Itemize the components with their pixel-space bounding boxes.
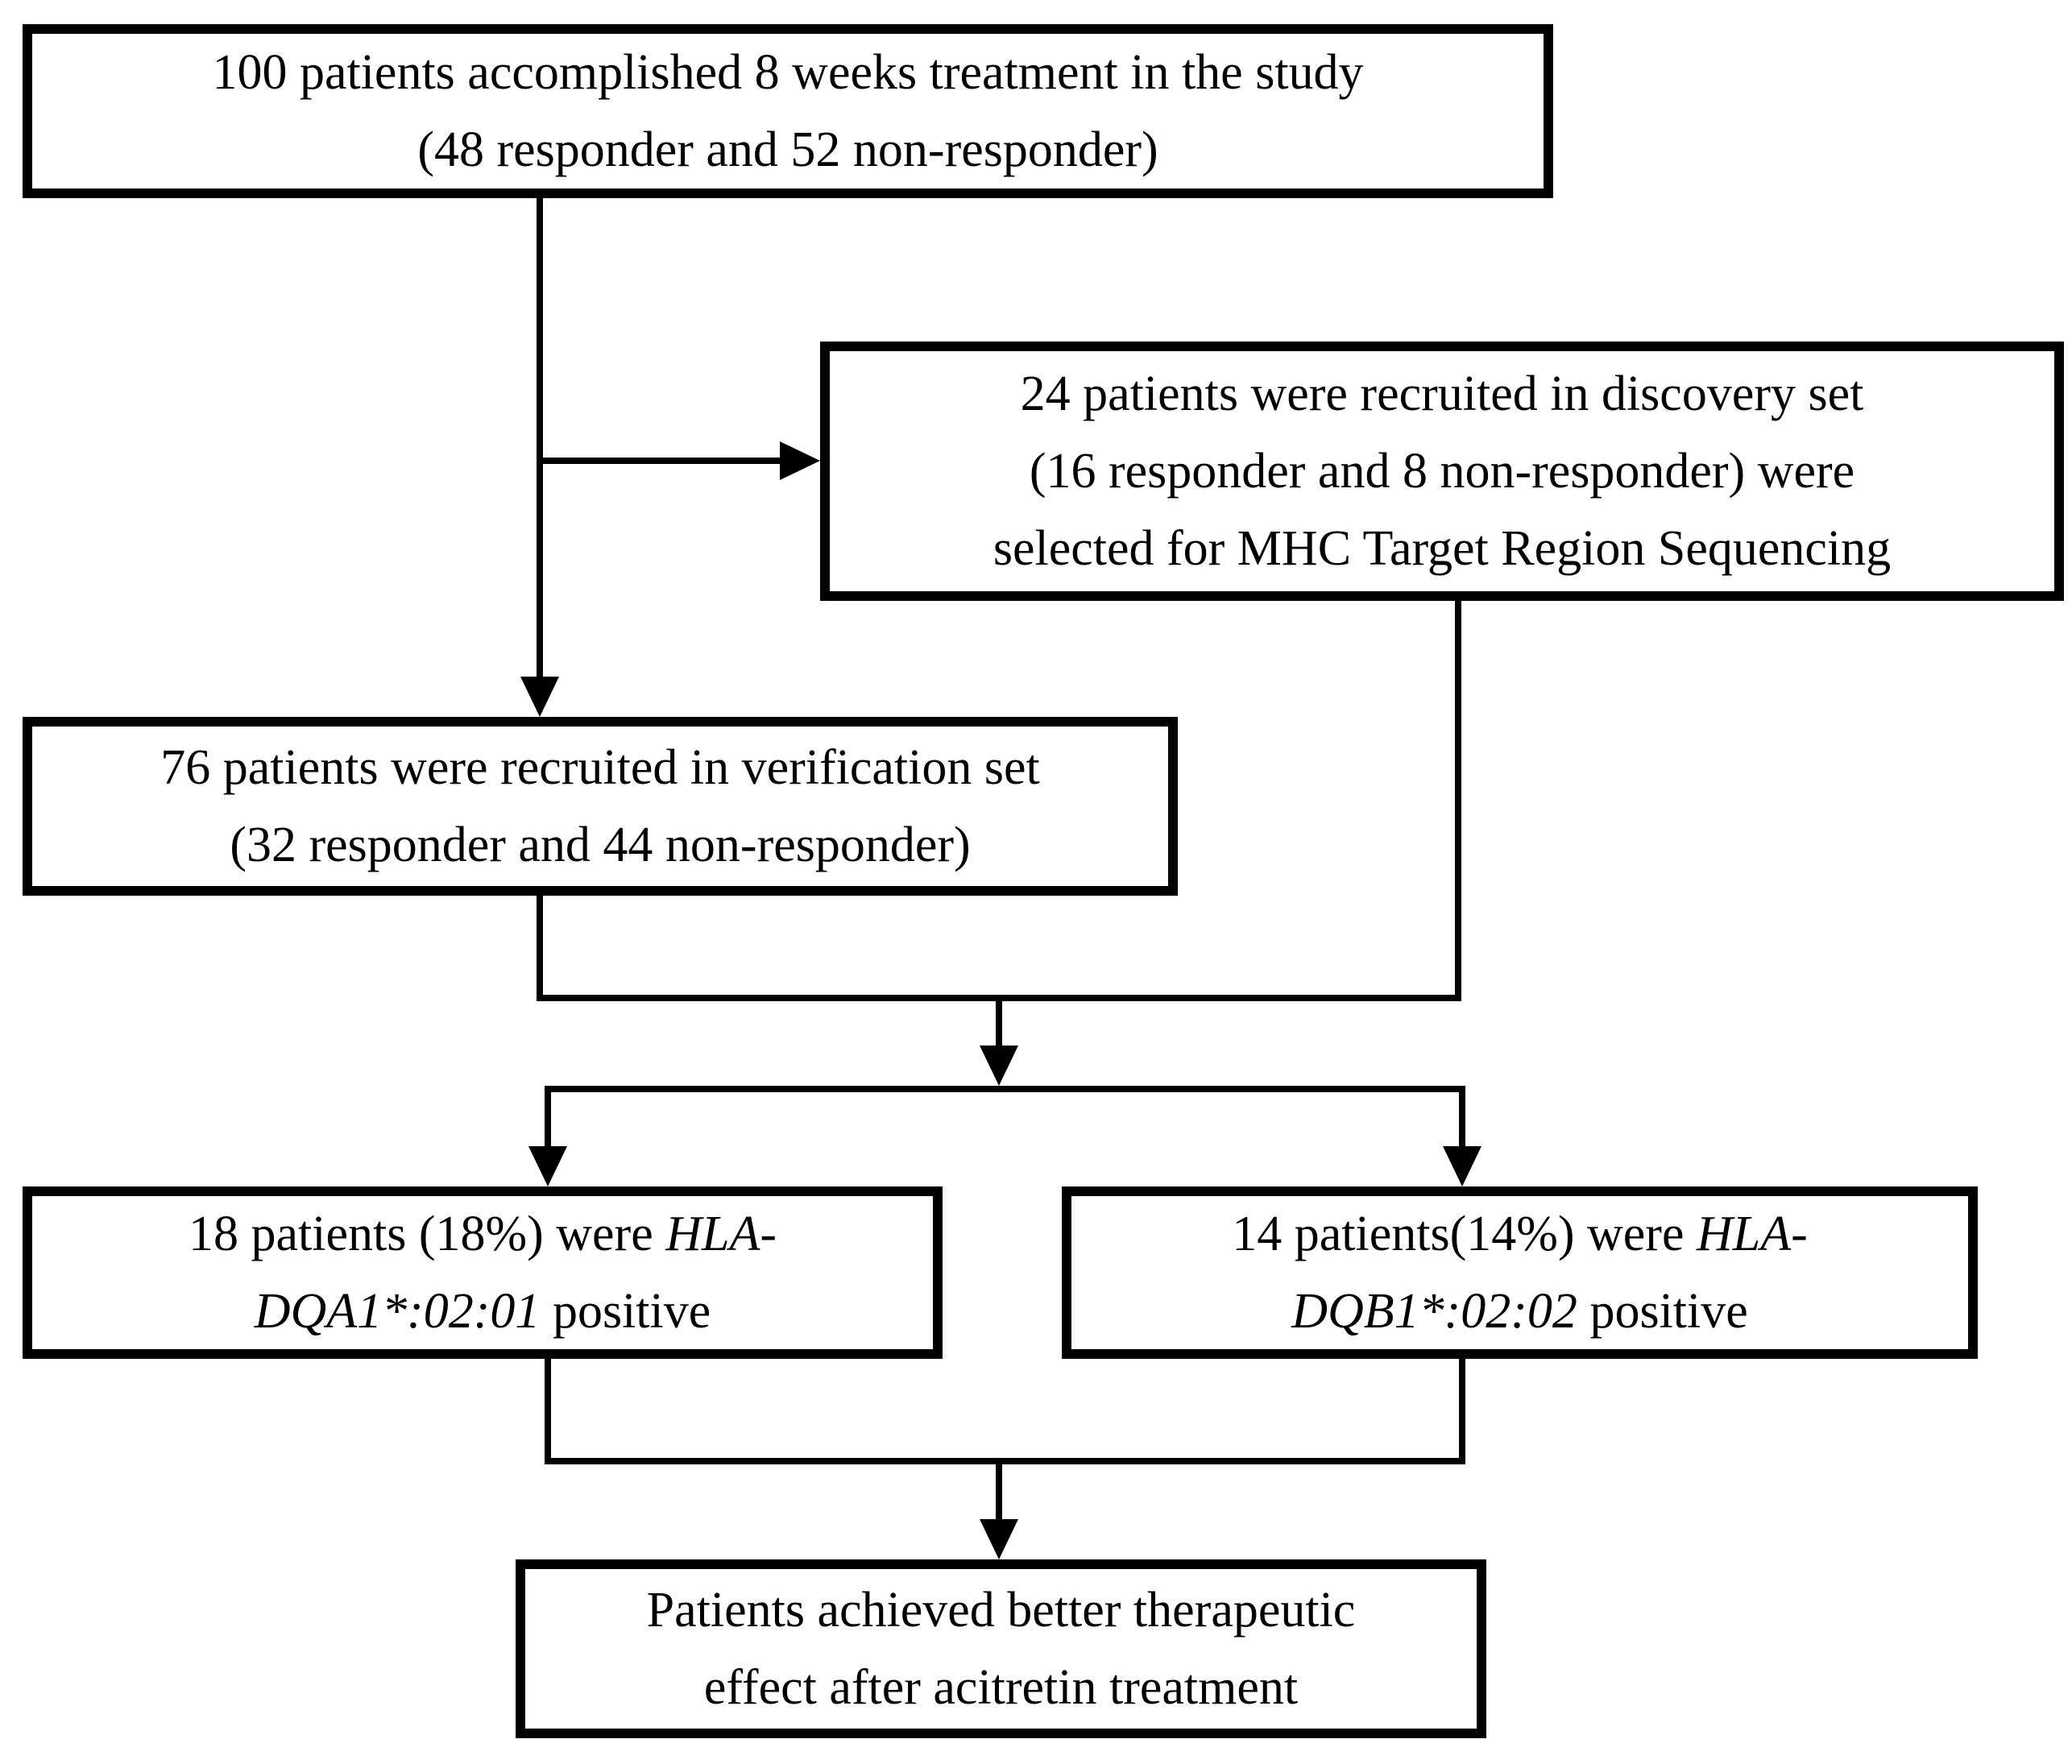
connector-verification-down [537, 894, 543, 1001]
connector-dqa1-down [545, 1359, 551, 1464]
hla-dqb1-line2-text: positive [1577, 1284, 1748, 1339]
connector-dqb1-down [1459, 1359, 1465, 1464]
connector-merge-line-2 [545, 1458, 1465, 1464]
arrowhead-into-dqb1-box [1443, 1146, 1481, 1186]
verification-set-line2: (32 responder and 44 non-responder) [230, 818, 971, 872]
arrowhead-into-dqa1-box [528, 1146, 567, 1186]
discovery-set-line1: 24 patients were recruited in discovery … [1020, 366, 1864, 421]
connector-study-to-verification [537, 198, 543, 681]
hla-dqb1-line1: 14 patients(14%) were HLA- [1232, 1195, 1808, 1273]
hla-dqa1-line2: DQA1*:02:01 positive [255, 1273, 711, 1350]
hla-dqb1-line2-gene: DQB1*:02:02 [1291, 1284, 1577, 1339]
connector-merge-to-split [996, 1001, 1002, 1050]
connector-merge-to-outcome [996, 1464, 1002, 1521]
hla-dqa1-line2-text: positive [540, 1284, 711, 1339]
hla-dqa1-line1: 18 patients (18%) were HLA- [189, 1195, 777, 1273]
arrowhead-into-outcome-box [980, 1519, 1018, 1559]
hla-dqb1-line2: DQB1*:02:02 positive [1291, 1273, 1748, 1350]
arrowhead-into-verification [520, 677, 559, 717]
verification-set-line1: 76 patients were recruited in verificati… [160, 740, 1040, 795]
hla-dqa1-line1-gene: HLA- [665, 1207, 777, 1261]
therapeutic-outcome-line1: Patients achieved better therapeutic [646, 1583, 1356, 1638]
hla-dqa1-positive-box: 18 patients (18%) were HLA- DQA1*:02:01 … [23, 1186, 943, 1359]
connector-split-to-dqa1 [545, 1092, 551, 1149]
connector-split-to-dqb1 [1459, 1092, 1465, 1149]
study-population-line2: (48 responder and 52 non-responder) [417, 122, 1158, 177]
hla-dqb1-line1-gene: HLA- [1696, 1207, 1808, 1261]
verification-set-box: 76 patients were recruited in verificati… [23, 717, 1178, 896]
connector-discovery-down [1455, 599, 1461, 1001]
hla-dqb1-line1-text: 14 patients(14%) were [1232, 1207, 1697, 1261]
hla-dqb1-positive-box: 14 patients(14%) were HLA- DQB1*:02:02 p… [1062, 1186, 1978, 1359]
connector-branch-to-discovery [537, 458, 780, 464]
connector-split-line [545, 1086, 1465, 1092]
discovery-set-line2: (16 responder and 8 non-responder) were [1029, 444, 1855, 499]
hla-dqa1-line2-gene: DQA1*:02:01 [254, 1284, 541, 1339]
study-population-line1: 100 patients accomplished 8 weeks treatm… [212, 45, 1364, 100]
connector-merge-line [537, 995, 1461, 1001]
therapeutic-outcome-line2: effect after acitretin treatment [703, 1660, 1299, 1715]
therapeutic-outcome-box: Patients achieved better therapeutic eff… [516, 1559, 1486, 1738]
arrowhead-into-discovery [780, 441, 820, 480]
study-population-box: 100 patients accomplished 8 weeks treatm… [23, 24, 1553, 198]
arrowhead-into-split [980, 1046, 1018, 1086]
discovery-set-box: 24 patients were recruited in discovery … [820, 342, 2064, 601]
discovery-set-line3: selected for MHC Target Region Sequencin… [992, 521, 1892, 576]
hla-dqa1-line1-text: 18 patients (18%) were [188, 1207, 666, 1261]
